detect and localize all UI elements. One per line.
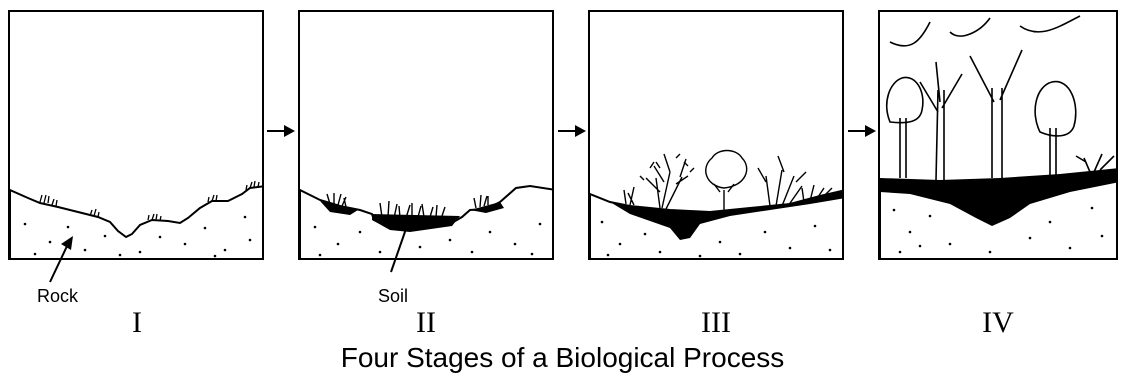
stage-2-label: II xyxy=(386,308,466,338)
bare-rock-scene xyxy=(10,12,264,260)
soil-pointer-arrow xyxy=(385,216,425,276)
arrow-right-icon xyxy=(557,124,587,138)
figure-caption: Four Stages of a Biological Process xyxy=(0,342,1125,374)
arrow-right-icon xyxy=(266,124,296,138)
early-soil-scene xyxy=(300,12,554,260)
stage-1-label: I xyxy=(97,308,177,338)
soil-label: Soil xyxy=(378,286,408,306)
forest-scene xyxy=(880,12,1118,260)
stage-1-panel xyxy=(8,10,264,260)
stage-4-label: IV xyxy=(958,308,1038,338)
stage-3-label: III xyxy=(676,308,756,338)
stage-4-panel xyxy=(878,10,1118,260)
trees xyxy=(887,16,1114,180)
stage-3-panel xyxy=(588,10,844,260)
rock-label: Rock xyxy=(37,286,78,306)
rock-pointer-arrow xyxy=(40,236,80,286)
arrow-right-icon xyxy=(847,124,877,138)
shrub-scene xyxy=(590,12,844,260)
stage-2-panel xyxy=(298,10,554,260)
